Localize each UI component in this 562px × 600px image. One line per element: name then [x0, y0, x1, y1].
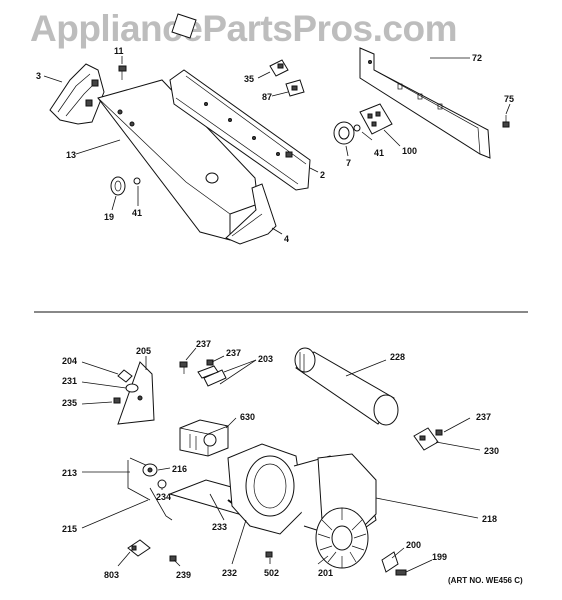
part-239-screw[interactable]: [169, 555, 177, 562]
label-237a: 237: [196, 339, 211, 349]
part-41-spring[interactable]: [353, 124, 361, 132]
top-small-panel: [171, 13, 197, 39]
part-205-bracket[interactable]: [117, 361, 155, 425]
part-803-bracket[interactable]: [127, 539, 151, 557]
label-199: 199: [432, 552, 447, 562]
leader-lines: [43, 56, 511, 573]
label-100: 100: [402, 146, 417, 156]
part-3-end-cap[interactable]: [49, 63, 105, 125]
callout-labels: 3 11 13 19 41 35 87 72 75 7 41 100 2 4 2…: [36, 46, 514, 580]
label-232: 232: [222, 568, 237, 578]
watermark: AppliancePartsPros.com: [30, 8, 457, 49]
part-213-idler-arm[interactable]: [127, 457, 151, 501]
part-200-sensor[interactable]: [381, 551, 399, 573]
part-11-screw[interactable]: [118, 65, 127, 80]
part-228-duct[interactable]: [294, 347, 399, 426]
part-199-screw[interactable]: [395, 569, 407, 576]
label-7: 7: [346, 158, 351, 168]
label-4: 4: [284, 234, 289, 244]
part-87-clip[interactable]: [285, 79, 305, 97]
part-231-switch[interactable]: [125, 383, 139, 393]
label-3: 3: [36, 71, 41, 81]
art-number: (ART NO. WE456 C): [448, 576, 523, 585]
part-215-belt[interactable]: [149, 487, 173, 521]
part-234-spring[interactable]: [157, 479, 167, 489]
label-218: 218: [482, 514, 497, 524]
label-19: 19: [104, 212, 114, 222]
part-35-clip[interactable]: [269, 59, 289, 77]
label-233: 233: [212, 522, 227, 532]
label-11: 11: [114, 46, 124, 56]
part-237-screw-b[interactable]: [206, 359, 214, 366]
label-204: 204: [62, 356, 77, 366]
label-203: 203: [258, 354, 273, 364]
label-13: 13: [66, 150, 76, 160]
part-72-back-panel[interactable]: [359, 47, 491, 159]
label-213: 213: [62, 468, 77, 478]
part-216-pulley[interactable]: [142, 463, 158, 477]
part-203-clamp[interactable]: [197, 365, 227, 387]
part-237-screw-a[interactable]: [179, 361, 188, 374]
label-72: 72: [472, 53, 482, 63]
label-2: 2: [320, 170, 325, 180]
label-803: 803: [104, 570, 119, 580]
part-2-channel-rail[interactable]: [169, 69, 311, 191]
label-234: 234: [156, 492, 171, 502]
part-230-thermostat[interactable]: [413, 427, 439, 451]
label-237b: 237: [226, 348, 241, 358]
label-235: 235: [62, 398, 77, 408]
part-41-spring-small[interactable]: [133, 177, 141, 185]
label-237c: 237: [476, 412, 491, 422]
label-87: 87: [262, 92, 272, 102]
part-630-motor[interactable]: [179, 419, 229, 457]
part-75-screw[interactable]: [502, 115, 510, 128]
part-502-screw[interactable]: [265, 551, 273, 558]
part-204-clip[interactable]: [117, 369, 133, 383]
part-4-bracket[interactable]: [225, 183, 277, 245]
label-205: 205: [136, 346, 151, 356]
part-19-knob[interactable]: [110, 176, 126, 196]
label-230: 230: [484, 446, 499, 456]
part-100-switch[interactable]: [359, 103, 393, 135]
label-630: 630: [240, 412, 255, 422]
label-75: 75: [504, 94, 514, 104]
label-228: 228: [390, 352, 405, 362]
part-7-knob[interactable]: [333, 121, 355, 145]
label-216: 216: [172, 464, 187, 474]
label-239: 239: [176, 570, 191, 580]
label-215: 215: [62, 524, 77, 534]
label-201: 201: [318, 568, 333, 578]
part-237-screw-c[interactable]: [435, 429, 443, 436]
label-231: 231: [62, 376, 77, 386]
part-235-screw[interactable]: [113, 397, 121, 404]
label-200: 200: [406, 540, 421, 550]
label-502: 502: [264, 568, 279, 578]
label-35: 35: [244, 74, 254, 84]
label-41b: 41: [374, 148, 384, 158]
label-41a: 41: [132, 208, 142, 218]
part-201-blower-wheel[interactable]: [315, 507, 369, 569]
